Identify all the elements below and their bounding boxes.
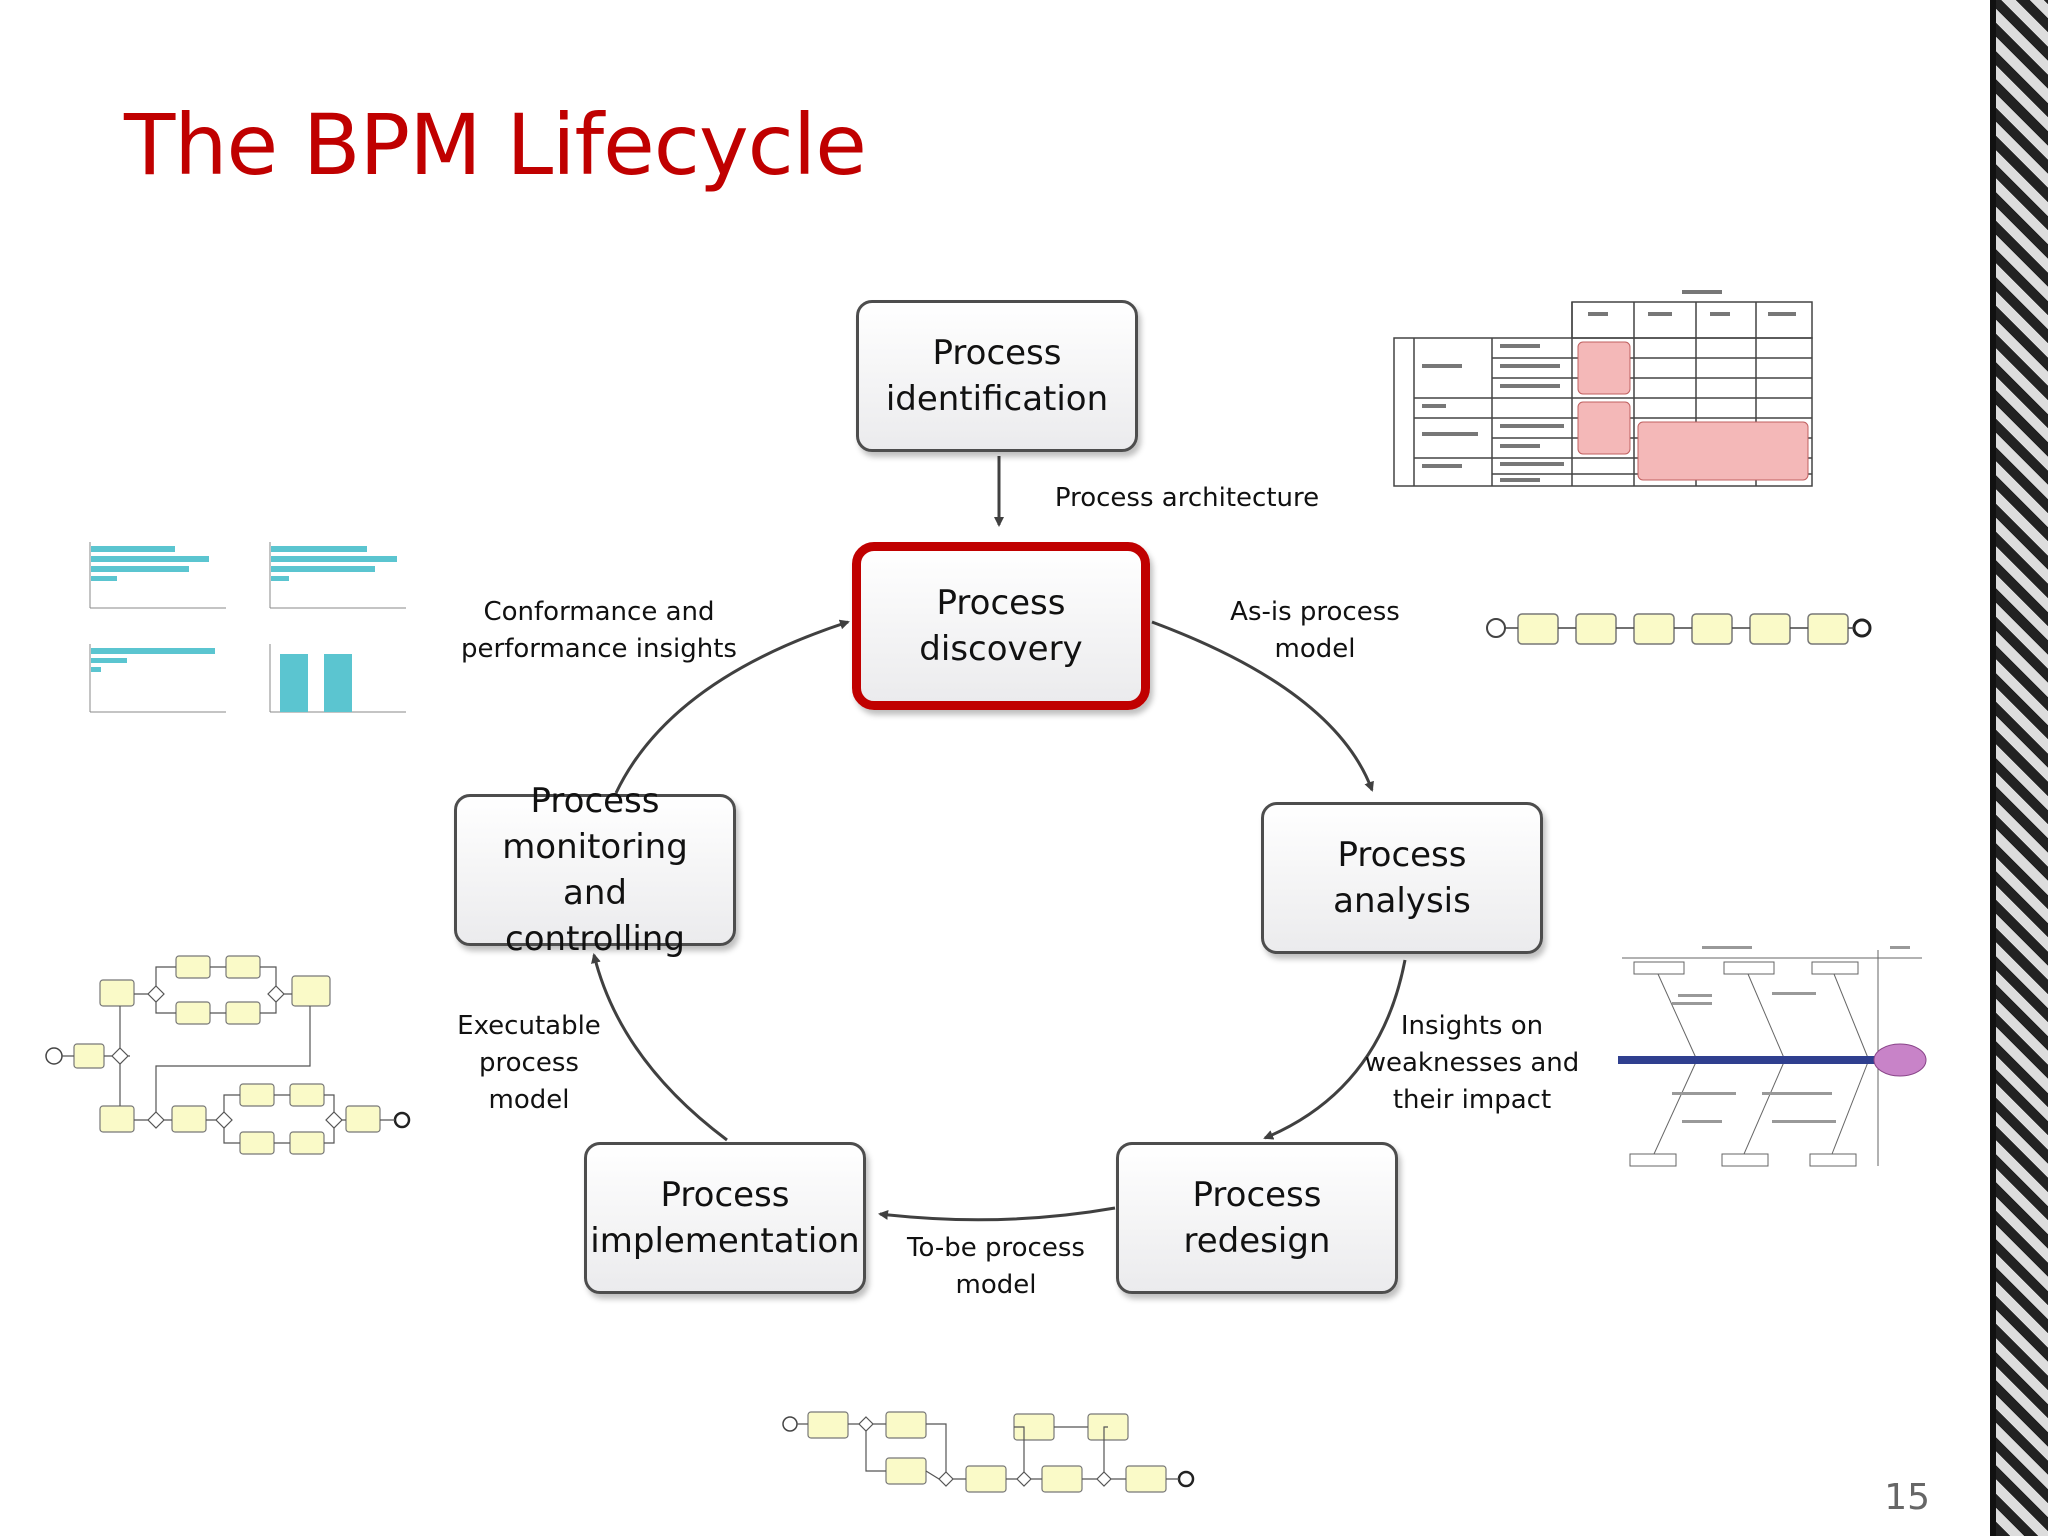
- arrow-redesign-to-implementation: [878, 1206, 1116, 1222]
- label-to-be-model: To-be process model: [907, 1233, 1085, 1300]
- label-executable-model: Executable process model: [457, 1011, 601, 1115]
- node-label: Process monitoring and controlling: [502, 781, 688, 959]
- label-as-is-model: As-is process model: [1230, 597, 1400, 664]
- to-be-model-thumbnail: [782, 1411, 1195, 1493]
- node-process-discovery: Process discovery: [852, 542, 1150, 710]
- arrow-implementation-to-monitoring: [591, 953, 728, 1142]
- node-process-monitoring: Process monitoring and controlling: [454, 781, 736, 959]
- label-insights-weaknesses: Insights on weaknesses and their impact: [1364, 1011, 1580, 1115]
- node-label: Process implementation: [590, 1175, 860, 1261]
- node-process-implementation: Process implementation: [584, 1142, 866, 1294]
- node-process-identification: Process identification: [856, 300, 1138, 452]
- node-label: Process discovery: [919, 583, 1083, 669]
- executable-model-thumbnail: [45, 955, 411, 1155]
- label-conformance-insights: Conformance and performance insights: [461, 597, 737, 664]
- label-process-architecture: Process architecture: [1054, 483, 1320, 513]
- node-label: Process identification: [885, 333, 1109, 419]
- arrow-monitoring-to-discovery: [614, 619, 850, 794]
- arrow-analysis-to-redesign: [1263, 959, 1407, 1140]
- architecture-matrix-thumbnail: [1393, 290, 1813, 487]
- node-label: Process redesign: [1183, 1175, 1331, 1261]
- decorative-edge-pattern: [1996, 0, 2048, 1536]
- page-number: 15: [1884, 1477, 1930, 1518]
- node-process-analysis: Process analysis: [1261, 802, 1543, 954]
- node-process-redesign: Process redesign: [1116, 1142, 1398, 1294]
- fishbone-thumbnail: [1618, 946, 1927, 1167]
- as-is-model-thumbnail: [1486, 613, 1872, 645]
- slide-title: The BPM Lifecycle: [124, 96, 867, 194]
- decorative-edge-bar: [1990, 0, 1996, 1536]
- dashboard-charts-thumbnail: [89, 542, 406, 713]
- arrow-discovery-to-analysis: [1151, 620, 1374, 792]
- node-label: Process analysis: [1333, 835, 1471, 921]
